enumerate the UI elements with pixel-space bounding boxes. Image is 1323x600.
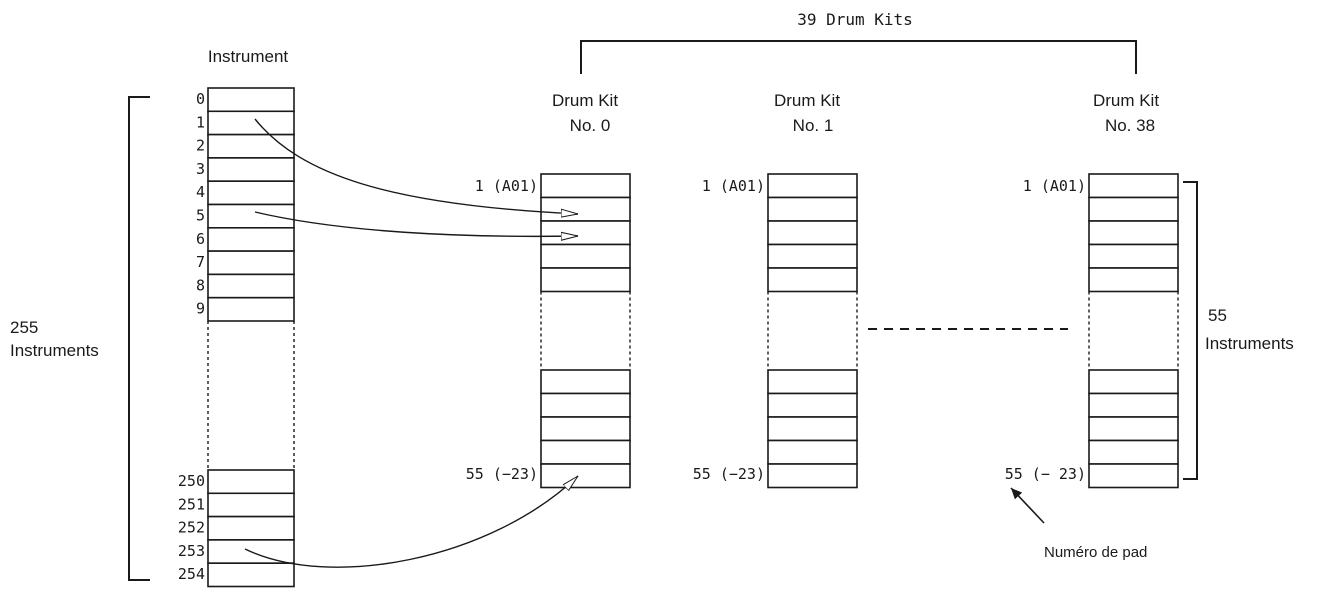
instrument-slot bbox=[207, 87, 295, 113]
instrument-slot bbox=[207, 203, 295, 229]
instrument-slot bbox=[207, 273, 295, 299]
instrument-slot-number: 8 bbox=[196, 276, 205, 294]
instrument-slot bbox=[207, 562, 295, 588]
pad-slot bbox=[540, 392, 631, 418]
pad-slot bbox=[1088, 369, 1179, 395]
mapping-arrow-instrument-5 bbox=[254, 211, 578, 236]
instrument-slot bbox=[207, 492, 295, 518]
drum-kit-1-number: No. 1 bbox=[793, 116, 834, 135]
drum-kit-1-first-pad: 1 (A01) bbox=[702, 177, 765, 195]
pad-slot bbox=[540, 173, 631, 199]
kit-instruments-right-bracket bbox=[1183, 181, 1198, 480]
kit-instrument-count-word: Instruments bbox=[1205, 334, 1294, 353]
pad-slot bbox=[767, 173, 858, 199]
pad-slot bbox=[540, 369, 631, 395]
pad-slot bbox=[540, 220, 631, 246]
pad-slot bbox=[767, 463, 858, 489]
instruments-left-bracket bbox=[128, 96, 150, 581]
drum-kit-column-0: Drum Kit No. 0 1 (A01) 55 (−23) bbox=[466, 91, 631, 489]
instrument-column: 0 1 2 3 4 5 6 7 8 9 250 251 252 253 254 bbox=[178, 87, 295, 588]
pad-slot bbox=[767, 220, 858, 246]
drum-kit-column-1: Drum Kit No. 1 1 (A01) 55 (−23) bbox=[693, 91, 858, 489]
instrument-slot bbox=[207, 296, 295, 322]
pad-slot bbox=[767, 416, 858, 442]
instrument-slot-number: 254 bbox=[178, 565, 205, 583]
pad-number-label: Numéro de pad bbox=[1044, 544, 1147, 561]
pad-slot bbox=[767, 267, 858, 293]
drum-kits-count-label: 39 Drum Kits bbox=[797, 10, 913, 29]
pad-slot bbox=[767, 392, 858, 418]
drum-kit-0-title: Drum Kit bbox=[552, 91, 618, 110]
pad-number-pointer bbox=[1010, 487, 1045, 524]
instrument-slot bbox=[207, 469, 295, 495]
pad-slot bbox=[540, 267, 631, 293]
instrument-slot-number: 252 bbox=[178, 519, 205, 537]
pad-slot bbox=[540, 416, 631, 442]
pad-slot bbox=[1088, 267, 1179, 293]
drum-kit-1-title: Drum Kit bbox=[774, 91, 840, 110]
instrument-slot-number: 1 bbox=[196, 113, 205, 131]
pad-slot bbox=[767, 439, 858, 465]
pad-slot bbox=[1088, 463, 1179, 489]
drum-kit-38-title: Drum Kit bbox=[1093, 91, 1159, 110]
instrument-slot-number: 2 bbox=[196, 137, 205, 155]
instrument-column-title: Instrument bbox=[208, 47, 289, 66]
pad-slot bbox=[1088, 173, 1179, 199]
pad-slot bbox=[540, 463, 631, 489]
instrument-slot-number: 3 bbox=[196, 160, 205, 178]
instrument-slot-number: 7 bbox=[196, 253, 205, 271]
mapping-arrow-instrument-253 bbox=[244, 475, 579, 568]
pad-slot bbox=[1088, 196, 1179, 222]
instrument-slot bbox=[207, 227, 295, 252]
drum-kit-0-first-pad: 1 (A01) bbox=[475, 177, 538, 195]
drum-kit-0-number: No. 0 bbox=[570, 116, 611, 135]
instrument-slot-number: 253 bbox=[178, 542, 205, 560]
instrument-slot bbox=[207, 250, 295, 276]
pad-slot bbox=[767, 196, 858, 222]
drum-kit-1-last-pad: 55 (−23) bbox=[693, 465, 765, 483]
instrument-slot bbox=[207, 180, 295, 206]
drum-kit-38-last-pad: 55 (− 23) bbox=[1005, 465, 1086, 483]
pad-slot bbox=[1088, 439, 1179, 465]
pad-slot bbox=[540, 439, 631, 465]
instrument-slot bbox=[207, 515, 295, 541]
pad-slot bbox=[540, 196, 631, 222]
pad-slot bbox=[1088, 243, 1179, 269]
pad-slot bbox=[1088, 392, 1179, 418]
pad-slot bbox=[540, 243, 631, 269]
pad-slot bbox=[1088, 220, 1179, 246]
instrument-slot-number: 250 bbox=[178, 472, 205, 490]
drum-kits-bracket bbox=[580, 40, 1137, 74]
drum-kit-38-first-pad: 1 (A01) bbox=[1023, 177, 1086, 195]
instrument-slot bbox=[207, 110, 295, 136]
instrument-count-word: Instruments bbox=[10, 341, 99, 360]
instrument-slot bbox=[207, 157, 295, 182]
instrument-slot-number: 9 bbox=[196, 300, 205, 318]
instrument-slot-number: 6 bbox=[196, 230, 205, 248]
pad-slot bbox=[767, 243, 858, 269]
pad-slot bbox=[767, 369, 858, 395]
instrument-slot-number: 251 bbox=[178, 495, 205, 513]
mapping-arrow-instrument-1 bbox=[254, 118, 578, 214]
pad-slot bbox=[1088, 416, 1179, 442]
drum-kit-0-last-pad: 55 (−23) bbox=[466, 465, 538, 483]
drum-kit-column-38: Drum Kit No. 38 1 (A01) 55 (− 23) bbox=[1005, 91, 1179, 489]
kit-instrument-count-number: 55 bbox=[1208, 306, 1227, 325]
instrument-count-number: 255 bbox=[10, 318, 38, 337]
instrument-slot-number: 5 bbox=[196, 207, 205, 225]
drum-kit-38-number: No. 38 bbox=[1105, 116, 1155, 135]
instrument-slot-number: 0 bbox=[196, 90, 205, 108]
instrument-slot-number: 4 bbox=[196, 183, 205, 201]
instrument-slot bbox=[207, 133, 295, 159]
